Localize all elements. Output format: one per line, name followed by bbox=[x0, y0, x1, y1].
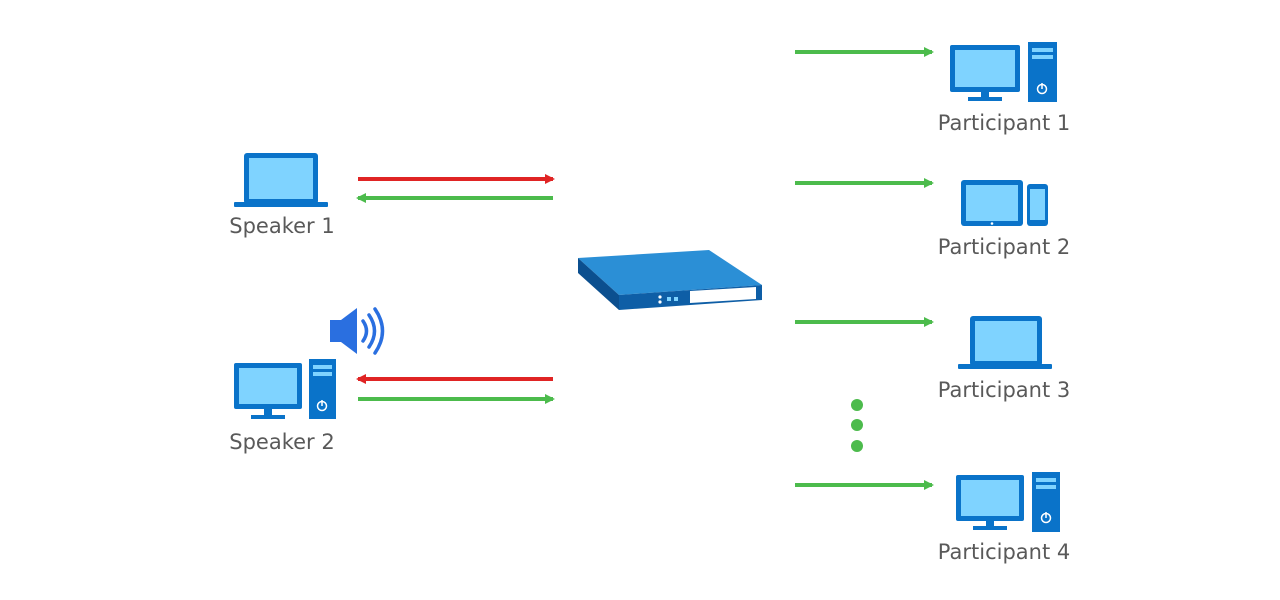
speaker-1-laptop-icon bbox=[234, 153, 328, 207]
ellipsis-vertical-icon bbox=[851, 399, 863, 452]
speaker-1-label: Speaker 1 bbox=[229, 214, 335, 238]
participant-4-desktop-icon bbox=[956, 472, 1060, 532]
participant-4-label: Participant 4 bbox=[937, 540, 1071, 564]
participant-3-laptop-icon bbox=[958, 316, 1052, 369]
participant-1-label: Participant 1 bbox=[937, 111, 1071, 135]
rack-server-icon bbox=[578, 250, 762, 310]
participant-1-desktop-icon bbox=[950, 42, 1057, 102]
participant-2-tablet-phone-icon bbox=[961, 180, 1048, 226]
speaker-2-label: Speaker 2 bbox=[229, 430, 335, 454]
speaker-2-desktop-icon bbox=[234, 359, 336, 419]
participant-2-label: Participant 2 bbox=[937, 235, 1071, 259]
speaker-volume-icon bbox=[330, 307, 385, 355]
participant-3-label: Participant 3 bbox=[937, 378, 1071, 402]
